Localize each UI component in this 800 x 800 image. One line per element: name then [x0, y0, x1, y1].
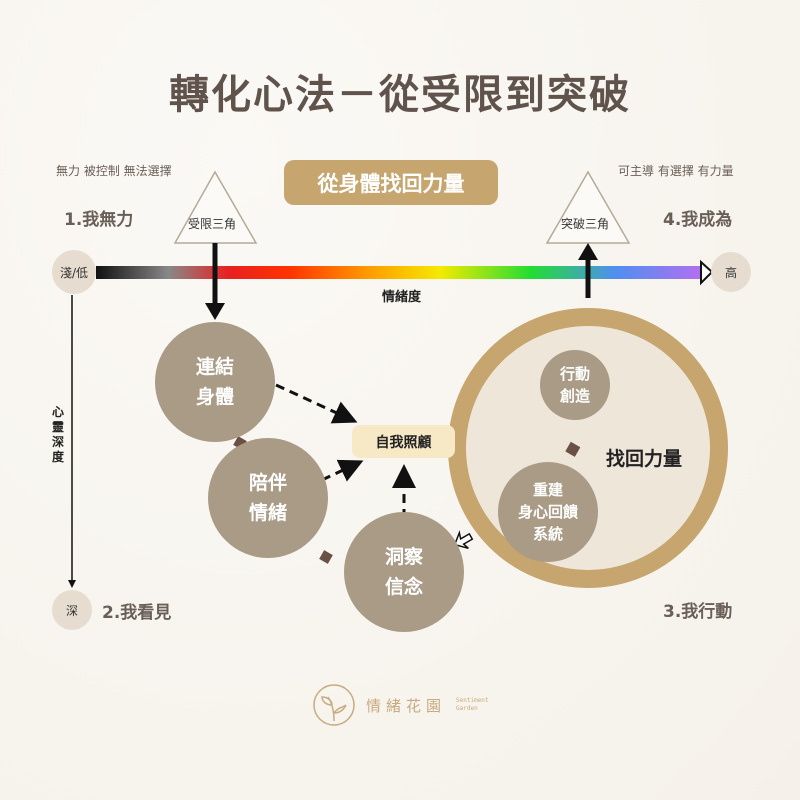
node-text: 連結 — [195, 356, 234, 378]
left-description: 無力 被控制 無法選擇 — [56, 164, 172, 178]
node-text: 信念 — [384, 576, 423, 598]
depth-axis-label: 心靈深度 — [52, 405, 65, 464]
dashed-arrow-emotion — [321, 459, 364, 482]
leaf-logo-icon — [313, 684, 355, 726]
limited-triangle — [173, 170, 258, 244]
emotion-spectrum-bar — [96, 266, 700, 279]
right-description: 可主導 有選擇 有力量 — [618, 164, 734, 178]
node-text: 陪伴 — [248, 472, 287, 494]
stage-2-label: 2.我看見 — [102, 603, 172, 623]
stage-3-label: 3.我行動 — [663, 602, 733, 622]
dashed-arrow-body — [275, 383, 358, 424]
node-action-create: 行動創造 — [540, 350, 610, 420]
down-arrow-head-icon — [205, 303, 225, 320]
logo-name: 情緒花園 — [366, 696, 447, 715]
diamond-3 — [565, 441, 581, 457]
hollow-arrow-icon — [453, 530, 474, 550]
axis-deep-marker: 深 — [52, 590, 92, 630]
node-text: 身心回饋 — [517, 503, 578, 521]
depth-axis-arrow-icon — [68, 580, 76, 588]
page-title: 轉化心法－從受限到突破 — [169, 72, 631, 118]
diamond-2 — [319, 550, 333, 564]
node-text: 系統 — [532, 525, 563, 543]
node-text: 情緒 — [248, 502, 287, 524]
triangle-right-label: 突破三角 — [561, 217, 610, 231]
breakthrough-triangle — [545, 170, 631, 244]
node-connect-body: 連結身體 — [155, 322, 275, 442]
stage-1-label: 1.我無力 — [64, 210, 134, 230]
emotion-axis-label: 情緒度 — [382, 290, 422, 305]
up-arrow-head-icon — [578, 243, 598, 260]
triangle-left-label: 受限三角 — [188, 217, 237, 231]
node-insight-belief: 洞察信念 — [344, 512, 464, 632]
self-care-pill: 自我照顧 — [352, 425, 455, 458]
subtitle-pill: 從身體找回力量 — [284, 160, 498, 205]
axis-low-marker: 淺/低 — [52, 250, 96, 294]
node-text: 身體 — [195, 386, 234, 408]
axis-high-marker: 高 — [711, 252, 751, 292]
logo-en-line: Sentiment — [456, 697, 489, 704]
regain-power-label: 找回力量 — [606, 448, 683, 470]
node-text: 行動 — [559, 365, 590, 383]
stage-4-label: 4.我成為 — [663, 210, 733, 230]
node-text: 重建 — [532, 481, 563, 499]
bar-end-arrow-icon — [700, 259, 714, 286]
node-rebuild-feedback: 重建身心回饋系統 — [498, 462, 598, 562]
node-text: 創造 — [559, 387, 590, 405]
node-text: 洞察 — [384, 546, 423, 568]
node-accompany-emotion: 陪伴情緒 — [208, 438, 328, 558]
logo-en-line: Garden — [456, 705, 478, 712]
